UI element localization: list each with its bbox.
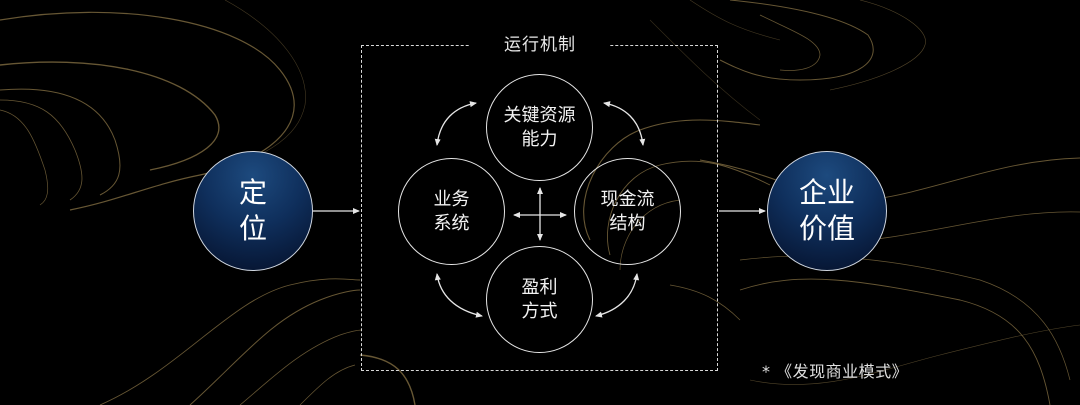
business-system-node: 业务 系统: [398, 158, 505, 265]
mechanism-title: 运行机制: [470, 33, 610, 57]
profit-model-node: 盈利 方式: [486, 246, 593, 353]
enterprise-value-label: 企业 价值: [798, 176, 855, 245]
source-footnote: * 《发现商业模式》: [762, 362, 909, 381]
enterprise-value-node: 企业 价值: [767, 151, 887, 271]
positioning-node: 定 位: [193, 151, 313, 271]
business-system-label: 业务 系统: [433, 188, 470, 234]
cashflow-structure-node: 现金流 结构: [574, 158, 681, 265]
key-resources-node: 关键资源 能力: [486, 74, 593, 181]
positioning-label: 定 位: [238, 176, 267, 245]
key-resources-label: 关键资源 能力: [503, 104, 576, 150]
profit-model-label: 盈利 方式: [521, 276, 558, 322]
cashflow-structure-label: 现金流 结构: [600, 188, 655, 234]
